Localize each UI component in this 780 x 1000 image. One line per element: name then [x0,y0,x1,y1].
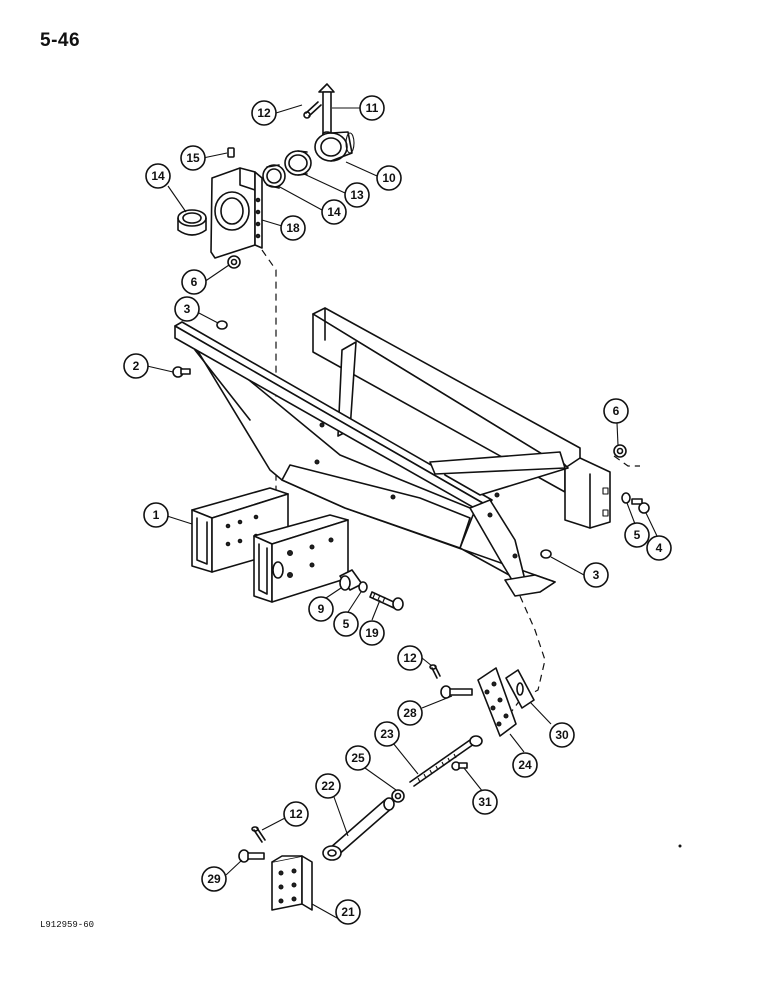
svg-text:5: 5 [343,617,350,631]
svg-text:11: 11 [366,101,379,115]
callout-4: 4 [646,535,672,561]
svg-text:22: 22 [321,779,335,793]
callout-25: 25 [345,745,371,771]
svg-text:13: 13 [350,188,364,202]
alignment-line-right [613,455,640,467]
svg-text:5: 5 [634,528,641,542]
callouts: 11 12 10 13 14 14 15 18 6 3 2 6 5 4 1 3 … [123,95,672,925]
svg-text:24: 24 [518,758,532,772]
turnbuckle-rod-23 [409,735,483,787]
bushing-10 [314,131,355,162]
callout-9: 9 [308,596,334,622]
callout-23: 23 [374,721,400,747]
spacer-30 [505,669,535,709]
svg-text:14: 14 [327,205,341,219]
callout-24: 24 [512,752,538,778]
main-frame [174,307,611,603]
svg-text:6: 6 [613,404,620,418]
callout-1: 1 [143,502,169,528]
svg-text:19: 19 [365,626,379,640]
svg-text:25: 25 [351,751,365,765]
drawbar-22 [322,797,395,861]
pin-11 [318,83,335,137]
clevis-21 [271,855,313,911]
bracket-18 [210,167,263,259]
callout-3: 3 [583,562,609,588]
bushing-14-left [177,209,207,236]
svg-text:23: 23 [380,727,394,741]
svg-text:9: 9 [318,602,325,616]
svg-text:29: 29 [207,872,221,886]
svg-text:6: 6 [191,275,198,289]
callout-5: 5 [624,522,650,548]
callout-21: 21 [335,899,361,925]
leader-lines [146,104,658,919]
callout-10: 10 [376,165,402,191]
nut-6-right [613,444,627,458]
callout-28: 28 [397,700,423,726]
svg-text:31: 31 [478,795,492,809]
cotter-pin-12-bottom [251,826,266,843]
nut-6-top [227,255,241,269]
ring-14-right [262,164,286,189]
pin-15 [227,147,235,158]
ring-13 [284,150,312,176]
callout-11: 11 [359,95,385,121]
nut-3-top [216,320,228,330]
callout-31: 31 [472,789,498,815]
callout-6: 6 [181,269,207,295]
bolt-19 [369,591,404,611]
svg-text:14: 14 [151,169,165,183]
svg-text:3: 3 [593,568,600,582]
bolt-2 [172,366,191,378]
bolt-31 [451,761,468,771]
svg-text:1: 1 [153,508,160,522]
page-number: 5-46 [40,30,81,51]
pin-29 [238,849,265,863]
alignment-line-lower [497,595,546,731]
drawing-code: L912959-60 [40,920,95,930]
svg-text:30: 30 [555,728,569,742]
callout-6: 6 [603,398,629,424]
svg-text:15: 15 [186,151,200,165]
callout-29: 29 [201,866,227,892]
bolt-4 [631,498,650,514]
nut-3-bottom [540,549,552,559]
svg-text:4: 4 [656,541,663,555]
svg-text:18: 18 [286,221,300,235]
svg-text:12: 12 [403,651,417,665]
svg-text:12: 12 [257,106,271,120]
pin-28 [440,685,473,699]
callout-15: 15 [180,145,206,171]
callout-14: 14 [321,199,347,225]
svg-text:21: 21 [341,905,355,919]
cotter-pin-12-top [303,101,322,119]
svg-text:12: 12 [289,807,303,821]
callout-19: 19 [359,620,385,646]
nut-25 [391,789,405,803]
callout-30: 30 [549,722,575,748]
svg-text:2: 2 [133,359,140,373]
svg-text:3: 3 [184,302,191,316]
callout-12: 12 [251,100,277,126]
cotter-pin-12-middle [429,664,441,679]
svg-text:10: 10 [382,171,396,185]
plate-24 [477,667,517,737]
callout-12: 12 [397,645,423,671]
callout-3: 3 [174,296,200,322]
callout-13: 13 [344,182,370,208]
footnote-dot [678,844,682,848]
callout-22: 22 [315,773,341,799]
callout-5: 5 [333,611,359,637]
svg-text:28: 28 [403,706,417,720]
washer-5-right [621,492,631,504]
washer-5-front [358,581,368,593]
callout-18: 18 [280,215,306,241]
callout-14: 14 [145,163,171,189]
callout-2: 2 [123,353,149,379]
spacer-9 [339,569,363,591]
callout-12: 12 [283,801,309,827]
